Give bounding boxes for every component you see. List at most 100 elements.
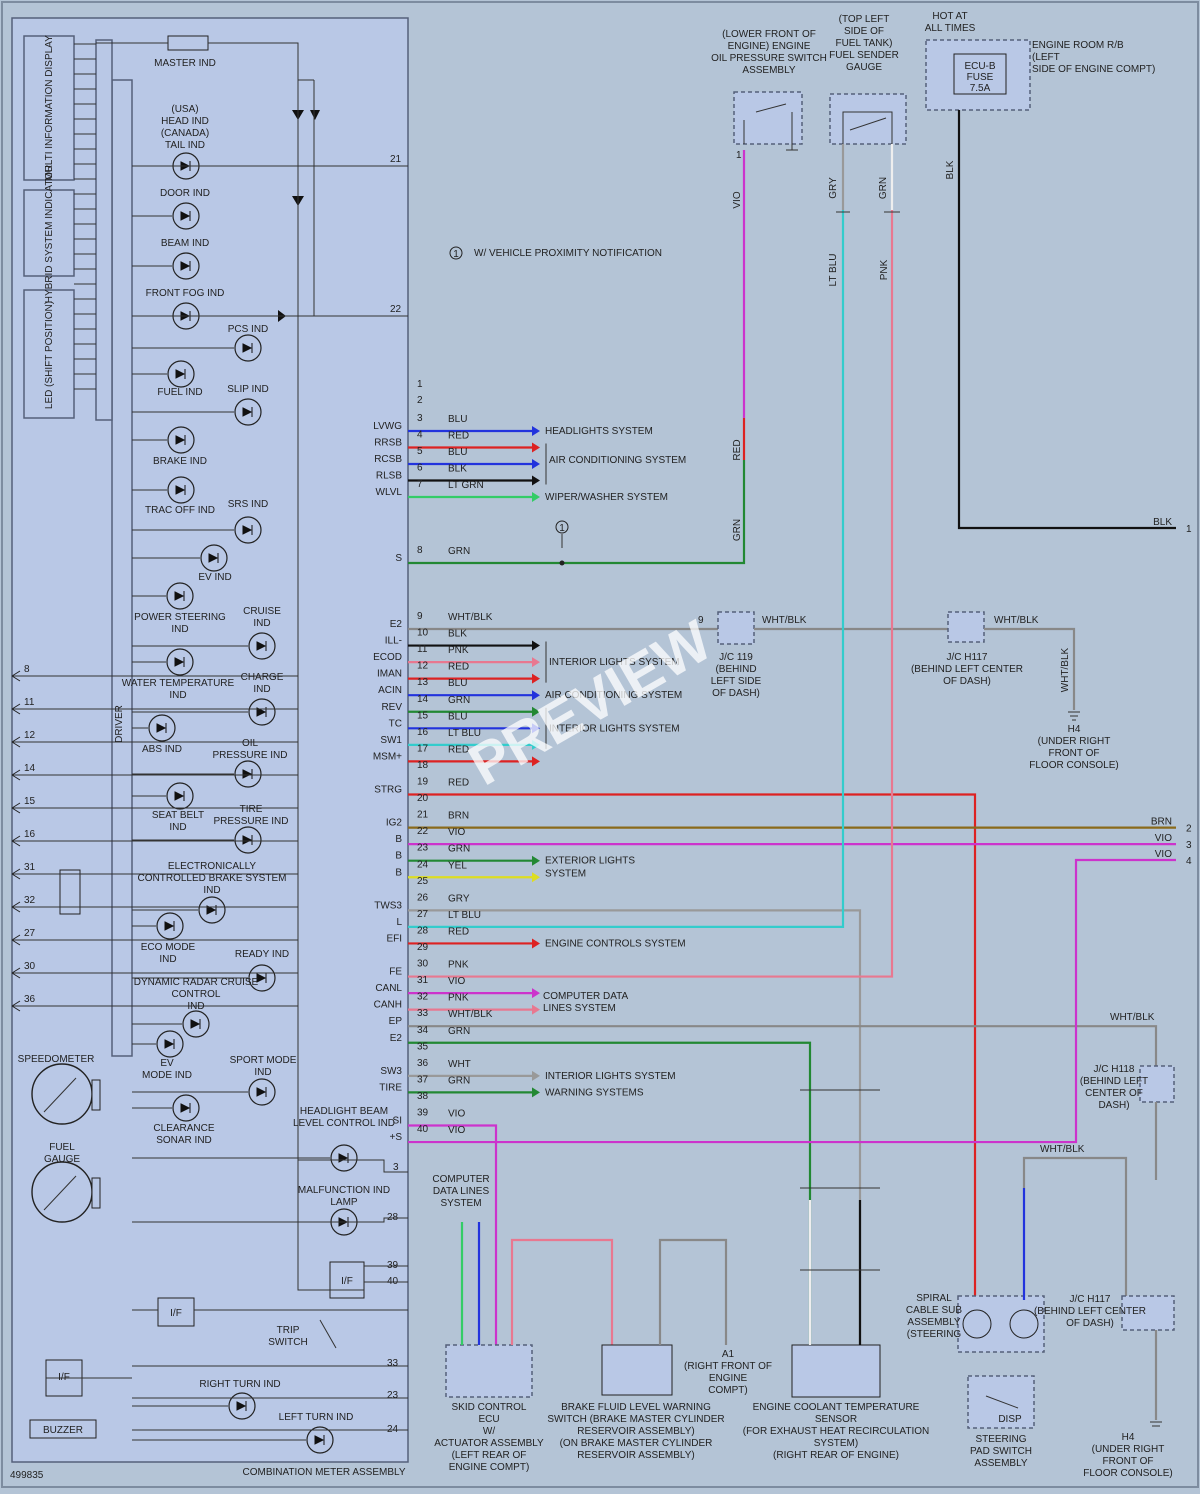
text-line: FLOOR CONSOLE) (1083, 1468, 1172, 1479)
wire-color-label: BRN (448, 811, 469, 822)
text-line: EXTERIOR LIGHTS (545, 856, 635, 867)
text-line: (BEHIND (715, 664, 756, 675)
text-line: CABLE SUB (906, 1305, 962, 1316)
signal-label: IMAN (377, 669, 402, 680)
wire-color-label: GRY (828, 177, 839, 199)
diode-icon (242, 835, 253, 845)
pin-label: 40 (387, 1276, 399, 1287)
arrow-icon (11, 835, 21, 847)
wire-color-label: RED (732, 439, 743, 460)
wire-color-label: RED (448, 926, 469, 937)
wire-color-label: VIO (448, 827, 465, 838)
pin-label: 21 (390, 154, 402, 165)
signal-label: E2 (390, 1033, 403, 1044)
if-label: I/F (58, 1372, 70, 1383)
signal-label: SI (393, 1116, 402, 1127)
pin-label: 39 (387, 1260, 399, 1271)
gauge-coil-icon (91, 1079, 101, 1111)
wire-color-label: GRY (448, 893, 470, 904)
text-line: A1 (722, 1349, 735, 1360)
fuel-gauge-icon (31, 1161, 93, 1223)
text-line: (BEHIND LEFT (1080, 1076, 1148, 1087)
wire-color-label: VIO (1155, 849, 1172, 860)
pin-number: 12 (417, 661, 429, 672)
diode-icon (156, 723, 167, 733)
wire-color-label: PNK (448, 993, 469, 1004)
text-line: EV (160, 1058, 174, 1069)
pin-number: 10 (417, 628, 429, 639)
buzzer-box (29, 1419, 97, 1439)
gauge-coil-icon (91, 1177, 101, 1209)
brake-fluid-switch-box (601, 1344, 673, 1396)
signal-label: +S (389, 1132, 402, 1143)
text-line: ENGINE COMPT) (449, 1462, 530, 1473)
text-line: ECU-B (964, 61, 995, 72)
pin-label: 24 (387, 1424, 399, 1435)
signal-label: B (395, 851, 402, 862)
thin-line (1068, 711, 1080, 721)
indicator-label: BEAM IND (161, 238, 209, 249)
text-line: IND (159, 954, 176, 965)
arrow-icon (532, 756, 540, 767)
text-line: (UNDER RIGHT (1038, 736, 1111, 747)
text-line: SPIRAL (916, 1293, 952, 1304)
signal-label: CANL (375, 983, 402, 994)
text-line: FUSE (967, 72, 994, 83)
wire-color-label: BLU (448, 447, 467, 458)
signal-label: EP (389, 1016, 403, 1027)
signal-label: ACIN (378, 685, 402, 696)
signal-label: RRSB (374, 438, 402, 449)
wire-color-label: GRN (878, 177, 889, 199)
diode-icon (174, 591, 185, 601)
wire-color-label: BLK (945, 160, 956, 179)
text-line: SWITCH (268, 1337, 307, 1348)
arrow-icon (532, 492, 540, 502)
text-line: SENSOR (815, 1414, 857, 1425)
diode-icon (242, 525, 253, 535)
text-line: FUEL IND (157, 387, 202, 398)
text-line: GAUGE (44, 1154, 80, 1165)
pin-label: 32 (24, 895, 36, 906)
text-line: FUEL TANK) (835, 38, 892, 49)
pin-number: 11 (417, 644, 428, 655)
text-line: POWER STEERING (134, 612, 226, 623)
wire-color-label: BLK (448, 464, 467, 475)
system-label: AIR CONDITIONING SYSTEM (549, 455, 686, 466)
indicator-label: ABS IND (142, 744, 182, 755)
skid-ecu-box (445, 1344, 533, 1398)
wire-color-label: BLU (448, 414, 467, 425)
wire-color-label: WHT/BLK (994, 615, 1039, 626)
text-line: LEFT SIDE (711, 676, 762, 687)
arrow-icon (532, 640, 540, 651)
diode-icon (174, 791, 185, 801)
thin-line (298, 1159, 408, 1223)
wire-color-label: BLK (1153, 517, 1172, 528)
text-line: IND (253, 618, 270, 629)
edge-number: 1 (1186, 524, 1192, 535)
wire-color-label: VIO (448, 1125, 465, 1136)
text-line: COMPUTER DATA (543, 991, 629, 1002)
thin-line (743, 103, 798, 151)
wire (408, 1124, 498, 1345)
pin-number: 18 (417, 760, 429, 771)
text-line: MODE IND (142, 1070, 192, 1081)
text-line: ENGINE (709, 1373, 748, 1384)
text-line: (RIGHT FRONT OF (684, 1361, 772, 1372)
diode-icon (256, 973, 267, 983)
text-line: ELECTRONICALLY (168, 861, 257, 872)
text-line: RESERVOIR ASSEMBLY) (577, 1450, 694, 1461)
text-line: SONAR IND (156, 1135, 212, 1146)
text-line: COMPUTER (432, 1174, 489, 1185)
text-line: SIDE OF ENGINE COMPT) (1032, 64, 1155, 75)
system-label: INTERIOR LIGHTS SYSTEM (549, 657, 680, 668)
signal-label: E2 (390, 619, 403, 630)
